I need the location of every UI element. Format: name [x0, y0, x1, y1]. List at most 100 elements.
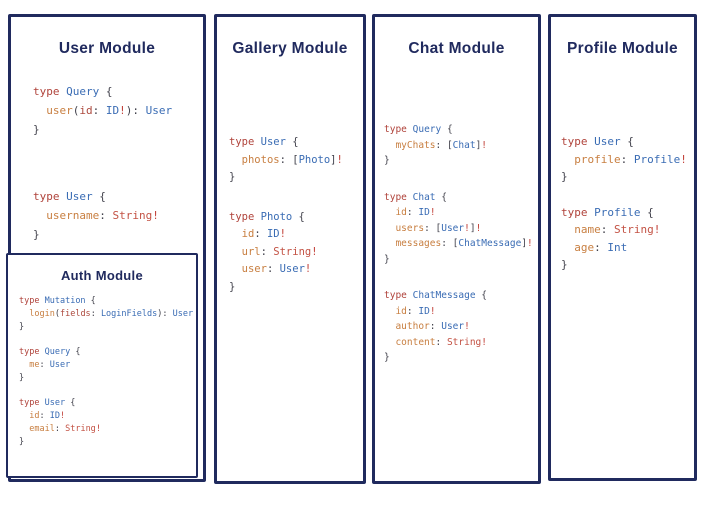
- module-title-profile: Profile Module: [567, 40, 678, 57]
- code-token: User: [66, 190, 93, 203]
- code-token: :: [435, 336, 447, 348]
- code-token: !: [653, 223, 661, 236]
- code-block: type Mutation { login(fields: LoginField…: [19, 295, 196, 334]
- code-token: photos: [241, 153, 280, 166]
- code-block: type User { photos: [Photo]!}: [229, 134, 363, 187]
- code-token: age: [574, 240, 595, 254]
- code-token: Profile: [633, 152, 681, 166]
- code-token: [33, 209, 46, 222]
- code-token: type: [384, 290, 407, 301]
- code-block: type ChatMessage { id: ID! author: User!…: [384, 288, 538, 366]
- code-token: : [: [424, 222, 442, 234]
- code-line: id: ID!: [384, 304, 538, 320]
- code-line: }: [19, 436, 196, 449]
- code-token: {: [640, 205, 654, 219]
- code-line: email: String!: [19, 423, 196, 436]
- code-token: !: [311, 245, 318, 258]
- code-token: Mutation: [44, 296, 86, 306]
- module-panel-auth: Auth Module type Mutation { login(fields…: [6, 253, 198, 478]
- code-token: :: [54, 424, 66, 434]
- code-token: :: [600, 223, 614, 236]
- code-line: type Profile {: [561, 204, 694, 222]
- code-block: type Query { myChats: [Chat]!}: [384, 122, 538, 169]
- code-line: }: [384, 252, 538, 268]
- code-line: }: [384, 350, 538, 366]
- code-token: !: [336, 153, 343, 166]
- code-token: id: [29, 411, 40, 421]
- code-token: String: [446, 336, 482, 348]
- code-user: type Query { user(id: ID!): User}type Us…: [33, 82, 203, 244]
- code-token: type: [384, 124, 407, 135]
- code-token: }: [19, 437, 25, 447]
- code-token: {: [65, 398, 76, 408]
- code-line: type Chat {: [384, 190, 538, 206]
- code-token: :: [260, 245, 274, 258]
- code-token: Query: [44, 347, 71, 357]
- code-token: id: [395, 207, 407, 218]
- code-line: }: [229, 169, 363, 187]
- code-token: :: [620, 152, 634, 166]
- code-token: type: [229, 210, 255, 223]
- code-token: }: [33, 123, 40, 136]
- code-line: me: User: [19, 359, 196, 372]
- code-line: id: ID!: [229, 226, 363, 244]
- code-token: !: [60, 411, 66, 421]
- code-line: id: ID!: [19, 410, 196, 423]
- code-token: Int: [607, 240, 628, 254]
- code-token: [33, 104, 46, 117]
- code-block: type Query { user(id: ID!): User}: [33, 82, 203, 139]
- module-panel-gallery: Gallery Module type User { photos: [Phot…: [214, 14, 366, 484]
- code-token: !: [95, 424, 101, 434]
- code-token: type: [19, 347, 40, 357]
- code-token: ):: [125, 104, 146, 117]
- code-token: [229, 154, 242, 166]
- code-token: Photo: [298, 153, 331, 166]
- code-token: type: [19, 398, 40, 408]
- code-token: [19, 411, 29, 421]
- code-token: [229, 246, 242, 258]
- code-token: username: [46, 209, 100, 222]
- code-token: ]: [469, 222, 476, 234]
- code-line: type Query {: [384, 122, 538, 138]
- code-token: : [: [279, 153, 299, 166]
- code-line: type Query {: [33, 82, 203, 101]
- code-line: myChats: [Chat]!: [384, 138, 538, 154]
- code-token: [384, 321, 395, 332]
- code-token: ]: [330, 153, 337, 166]
- code-token: User: [279, 263, 305, 275]
- code-token: }: [384, 352, 390, 363]
- code-token: :: [39, 360, 50, 370]
- code-token: content: [395, 336, 436, 348]
- code-token: ID: [418, 305, 430, 317]
- code-token: :: [406, 207, 419, 218]
- code-line: type Mutation {: [19, 295, 196, 308]
- code-token: User: [441, 321, 465, 332]
- module-panel-profile: Profile Module type User { profile: Prof…: [548, 14, 697, 481]
- code-line: type User {: [19, 397, 196, 410]
- code-token: type: [561, 135, 588, 148]
- code-token: [384, 337, 395, 348]
- code-token: Photo: [260, 210, 293, 223]
- code-line: users: [User!]!: [384, 221, 538, 237]
- code-line: id: ID!: [384, 205, 538, 221]
- code-token: User: [172, 309, 194, 319]
- code-token: [19, 309, 29, 319]
- code-token: messages: [395, 238, 442, 249]
- code-token: User: [145, 104, 173, 117]
- code-line: }: [19, 372, 196, 385]
- code-token: id: [79, 104, 93, 117]
- code-token: ID: [49, 411, 60, 421]
- code-token: [561, 223, 574, 236]
- code-line: type User {: [229, 134, 363, 152]
- code-token: }: [229, 171, 236, 183]
- module-panel-chat: Chat Module type Query { myChats: [Chat]…: [372, 14, 541, 484]
- code-line: profile: Profile!: [561, 151, 694, 169]
- code-token: {: [92, 190, 106, 203]
- code-token: !: [680, 152, 687, 166]
- code-token: Query: [66, 85, 100, 98]
- code-profile: type User { profile: Profile!}type Profi…: [561, 133, 694, 274]
- code-token: ID: [266, 228, 280, 240]
- code-gallery: type User { photos: [Photo]!}type Photo …: [229, 134, 363, 296]
- code-token: [384, 140, 395, 151]
